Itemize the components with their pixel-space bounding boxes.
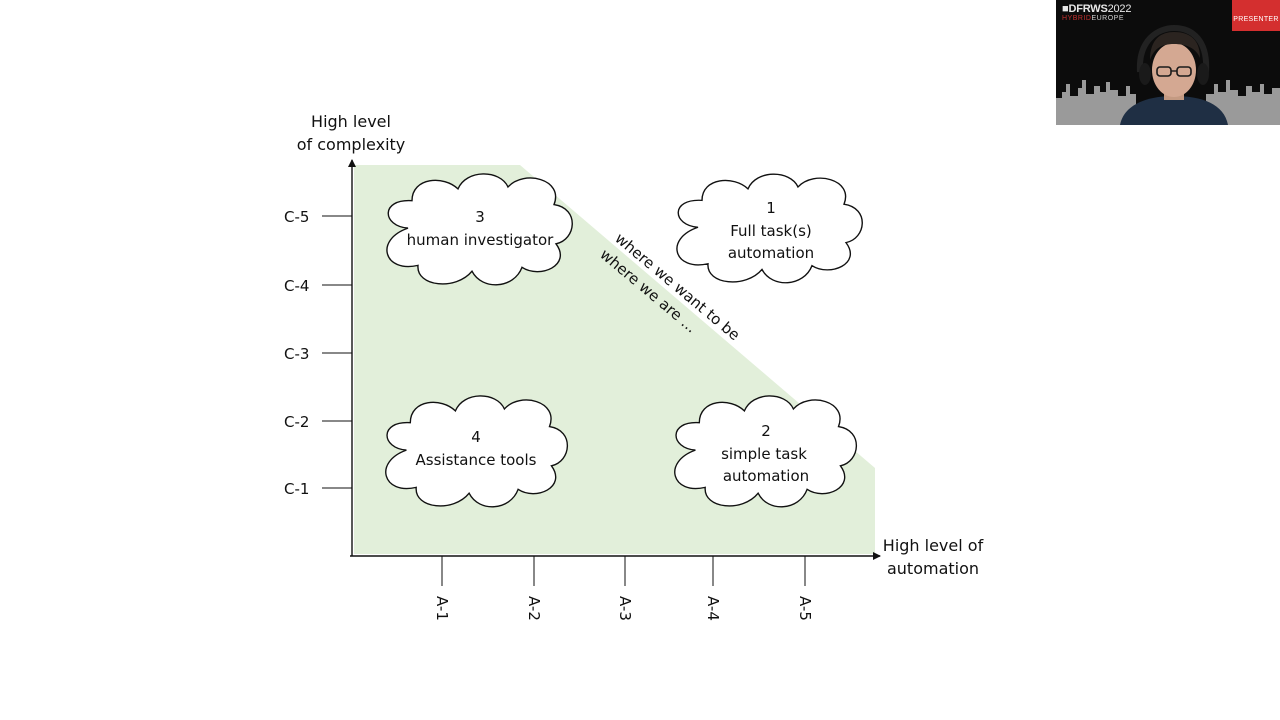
cloud-number: 4 xyxy=(471,428,481,446)
y-tick-label: C-4 xyxy=(284,277,309,295)
cloud-label: Full task(s) xyxy=(730,222,812,240)
x-tick-label: A-3 xyxy=(616,596,634,621)
cloud-label: Assistance tools xyxy=(416,451,537,469)
y-tick-label: C-1 xyxy=(284,480,309,498)
presenter-video-frame xyxy=(1056,24,1280,125)
y-tick-label: C-3 xyxy=(284,345,309,363)
event-subtitle: HYBRIDEUROPE xyxy=(1062,15,1124,22)
x-axis-ticks xyxy=(441,556,806,586)
brand-place: EUROPE xyxy=(1091,15,1125,22)
y-tick-label: C-2 xyxy=(284,413,309,431)
x-tick-label: A-2 xyxy=(525,596,543,621)
brand-year: 2022 xyxy=(1107,3,1132,15)
presenter-video: ■DFRWS2022 HYBRIDEUROPE PRESENTER xyxy=(1056,0,1280,125)
cloud-number: 1 xyxy=(766,199,776,217)
cloud-label: automation xyxy=(728,244,814,262)
cloud-label: human investigator xyxy=(407,231,555,249)
y-axis-title-line1: High level xyxy=(311,112,391,131)
event-logo: ■DFRWS2022 xyxy=(1062,3,1132,15)
brand-name: DFRWS xyxy=(1068,3,1108,15)
cloud-number: 2 xyxy=(761,422,771,440)
y-axis-title-line2: of complexity xyxy=(297,135,406,154)
cloud-number: 3 xyxy=(475,208,485,226)
x-tick-label: A-5 xyxy=(796,596,814,621)
y-tick-label: C-5 xyxy=(284,208,309,226)
y-axis-ticks xyxy=(322,215,352,489)
presenter-label: PRESENTER xyxy=(1233,16,1279,23)
brand-hybrid: HYBRID xyxy=(1062,15,1092,22)
cloud-label: automation xyxy=(723,467,809,485)
x-tick-label: A-4 xyxy=(704,596,722,621)
x-tick-label: A-1 xyxy=(433,596,451,621)
presenter-badge: PRESENTER xyxy=(1232,0,1280,31)
cloud-label: simple task xyxy=(721,445,807,463)
x-axis-title-line2: automation xyxy=(887,559,979,578)
x-axis-title-line1: High level of xyxy=(883,536,984,555)
